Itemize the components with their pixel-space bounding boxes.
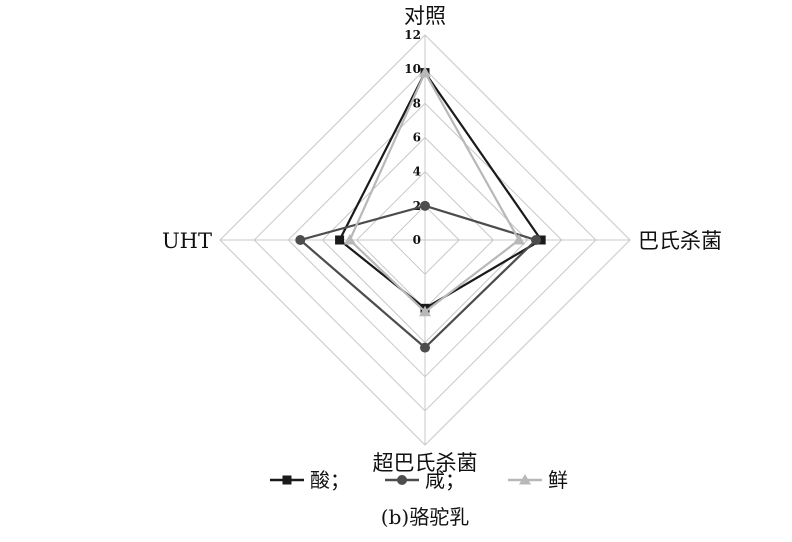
- data-point-2-3: [343, 234, 356, 245]
- tick-label-2: 2: [413, 199, 421, 213]
- radar-grid: [219, 34, 631, 446]
- data-point-0-3: [335, 235, 345, 245]
- data-point-1-1: [531, 235, 542, 245]
- chart-caption: (b)骆驼乳: [381, 505, 469, 529]
- axis-label-2: 超巴氏杀菌: [373, 451, 478, 475]
- series-1: [295, 200, 542, 353]
- data-point-1-2: [420, 342, 430, 353]
- tick-label-12: 12: [404, 28, 421, 42]
- data-point-1-3: [295, 235, 306, 245]
- series-layer: [295, 66, 546, 353]
- axis-label-0: 对照: [404, 4, 446, 28]
- legend-marker-0: [282, 475, 292, 485]
- axis-label-3: UHT: [162, 229, 212, 253]
- tick-label-6: 6: [413, 131, 421, 145]
- axis-label-1: 巴氏杀菌: [638, 229, 722, 253]
- data-point-2-1: [512, 234, 525, 245]
- legend-label-0: 酸；: [310, 468, 350, 492]
- legend-label-1: 咸；: [425, 468, 465, 492]
- tick-label-0: 0: [413, 233, 421, 247]
- data-point-0-1: [536, 235, 546, 245]
- data-point-2-2: [419, 305, 431, 317]
- legend-item-0: 酸；: [270, 468, 350, 492]
- tick-label-8: 8: [413, 96, 421, 110]
- series-0: [335, 68, 546, 313]
- series-line-0: [338, 70, 543, 310]
- series-line-2: [348, 70, 521, 314]
- data-point-2-0: [419, 66, 431, 78]
- data-point-1-0: [420, 200, 430, 211]
- legend-marker-1: [397, 475, 407, 485]
- legend: 酸； 咸； 鲜: [270, 468, 568, 492]
- legend-marker-2: [519, 474, 531, 485]
- tick-label-10: 10: [404, 62, 421, 76]
- legend-item-1: 咸；: [385, 468, 465, 492]
- series-2: [343, 66, 525, 317]
- legend-label-2: 鲜: [548, 468, 568, 492]
- radial-ticks: 0 2 4 6 8 10 12: [404, 28, 421, 247]
- tick-label-4: 4: [413, 165, 421, 179]
- legend-item-2: 鲜: [508, 468, 568, 492]
